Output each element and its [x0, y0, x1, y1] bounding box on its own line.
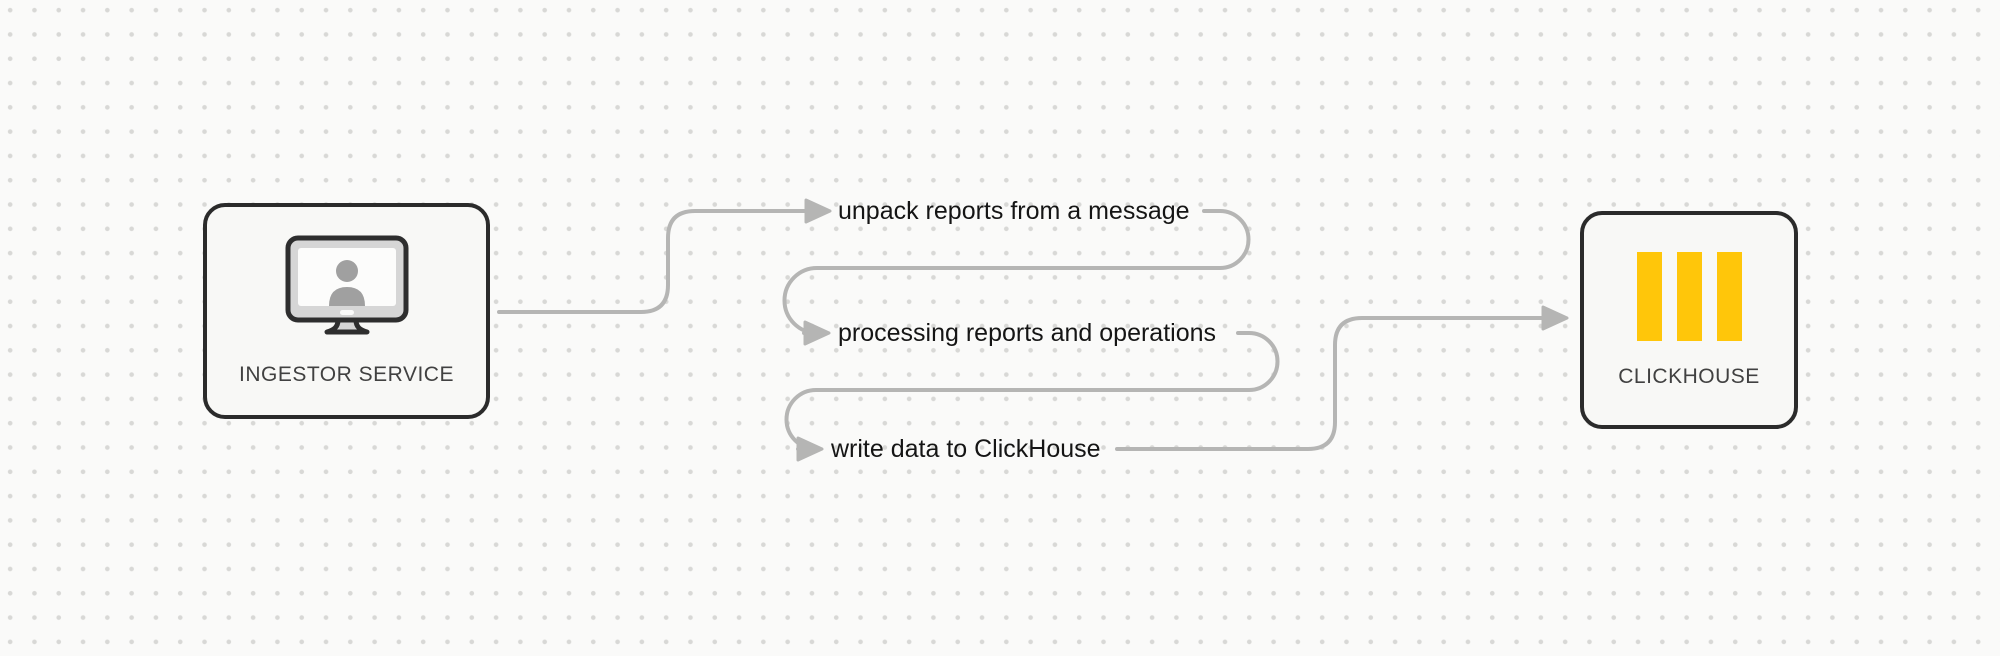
arrowhead-clickhouse: [1541, 305, 1569, 331]
connector-ingestor-to-step1: [497, 209, 809, 314]
step-label-write-data: write data to ClickHouse: [831, 435, 1101, 463]
arrowhead-step1: [804, 198, 832, 224]
step-label-processing-reports: processing reports and operations: [838, 319, 1217, 347]
node-label-ingestor-service: INGESTOR SERVICE: [239, 363, 454, 386]
connector-step1-to-step2: [782, 209, 1251, 335]
arrowhead-step3: [796, 436, 824, 462]
clickhouse-bars-icon: [1636, 251, 1742, 341]
node-label-clickhouse: CLICKHOUSE: [1618, 364, 1760, 388]
arrowhead-step2: [803, 320, 831, 346]
workstation-user-icon: [285, 235, 408, 335]
node-clickhouse[interactable]: CLICKHOUSE: [1580, 211, 1798, 429]
connector-step2-to-step3: [784, 331, 1280, 451]
node-ingestor-service[interactable]: INGESTOR SERVICE: [203, 203, 490, 419]
step-label-unpack-reports: unpack reports from a message: [838, 197, 1190, 225]
